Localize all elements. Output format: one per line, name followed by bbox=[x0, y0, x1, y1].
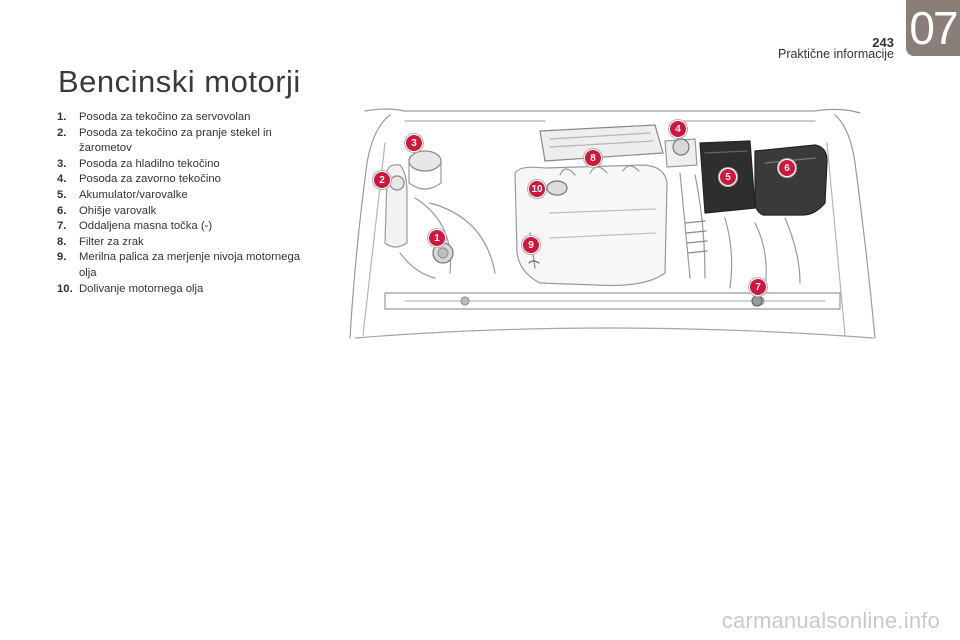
legend-text: Ohišje varovalk bbox=[79, 204, 157, 217]
legend-item: 6. Ohišje varovalk bbox=[57, 204, 307, 220]
page-title: Bencinski motorji bbox=[58, 64, 301, 99]
legend-number: 1. bbox=[57, 111, 67, 123]
callout-10: 10 bbox=[528, 180, 546, 198]
page-number: 243 bbox=[872, 35, 894, 50]
callout-1: 1 bbox=[428, 229, 446, 247]
legend-number: 5. bbox=[57, 188, 67, 201]
callout-8: 8 bbox=[584, 149, 602, 167]
legend-number: 8. bbox=[57, 235, 67, 248]
legend-item: 9. Merilna palica za merjenje nivoja moto… bbox=[57, 250, 307, 281]
engine-bay-diagram: 1 2 3 4 5 6 7 8 9 10 bbox=[345, 103, 880, 343]
legend-item: 3. Posoda za hladilno tekočino bbox=[57, 157, 307, 173]
callout-4: 4 bbox=[669, 120, 687, 138]
callout-2: 2 bbox=[373, 171, 391, 189]
legend-number: 6. bbox=[57, 204, 67, 217]
legend-number: 3. bbox=[57, 157, 67, 170]
legend-item: 5. Akumulator/varovalke bbox=[57, 188, 307, 204]
legend-text: Merilna palica za merjenje nivoja motorn… bbox=[79, 251, 301, 279]
legend-item: 7. Oddaljena masna točka (-) bbox=[57, 219, 307, 235]
legend-text: Dolivanje motornega olja bbox=[79, 282, 204, 295]
callout-5: 5 bbox=[719, 168, 737, 186]
legend-text: Posoda za hladilno tekočino bbox=[79, 157, 220, 170]
engine-bay-drawing bbox=[349, 108, 876, 339]
legend-list: 1. Posoda za tekočino za servovolan 2. Pos… bbox=[57, 110, 307, 297]
legend-text: Posoda za zavorno tekočino bbox=[79, 173, 221, 186]
callout-7: 7 bbox=[749, 278, 767, 296]
legend-item: 4. Posoda za zavorno tekočino bbox=[57, 172, 307, 188]
legend-text: Akumulator/varovalke bbox=[79, 188, 188, 201]
legend-text: Posoda za tekočino za servovolan bbox=[79, 111, 251, 123]
legend-number: 7. bbox=[57, 220, 67, 233]
callout-3: 3 bbox=[405, 134, 423, 152]
chapter-tab: 07 bbox=[906, 0, 960, 56]
legend-number: 2. bbox=[57, 126, 67, 139]
legend-text: Filter za zrak bbox=[79, 235, 144, 248]
legend-number: 10. bbox=[57, 282, 73, 295]
legend-item: 8. Filter za zrak bbox=[57, 235, 307, 251]
legend-number: 4. bbox=[57, 173, 67, 186]
legend-item: 10. Dolivanje motornega olja bbox=[57, 282, 307, 298]
legend-text: Oddaljena masna točka (-) bbox=[79, 220, 213, 233]
legend-number: 9. bbox=[57, 251, 67, 264]
legend-item: 2. Posoda za tekočino za pranje stekel in… bbox=[57, 126, 307, 157]
callout-9: 9 bbox=[522, 236, 540, 254]
callout-6: 6 bbox=[778, 159, 796, 177]
legend-item: 1. Posoda za tekočino za servovolan bbox=[57, 110, 307, 126]
footer-watermark: carmanualsonline.info bbox=[721, 608, 940, 633]
legend-text: Posoda za tekočino za pranje stekel in ž… bbox=[79, 126, 272, 155]
section-name: Praktične informacije bbox=[777, 47, 894, 61]
